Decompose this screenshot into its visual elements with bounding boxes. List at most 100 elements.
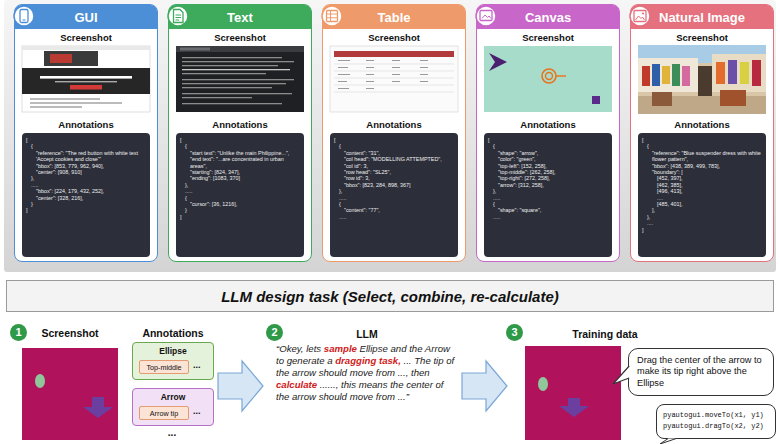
card-title: Canvas	[477, 10, 619, 25]
code-line: "center": [908, 910]	[26, 169, 146, 175]
code-line: }	[26, 201, 146, 207]
section-label: Annotations	[323, 119, 465, 130]
card-header: Table	[323, 5, 465, 29]
code-line: [496, 413],	[642, 188, 762, 194]
code-line: "col id": 3,	[334, 163, 454, 169]
annotation-group: Ellipse...Top-middle	[132, 342, 214, 380]
code-line: [452, 397],	[642, 175, 762, 181]
card-header: Canvas	[477, 5, 619, 29]
code-line: "arrow": [312, 258],	[488, 182, 608, 188]
code-line: "cursor": [36, 1216],	[180, 201, 300, 207]
ellipsis: ...	[193, 360, 201, 370]
card-title: Table	[323, 10, 465, 25]
modality-card: TextScreenshotAnnotations[{"start text":…	[168, 4, 312, 262]
code-line: .....	[26, 182, 146, 188]
card-header: Natural Image	[631, 5, 773, 29]
code-line: {	[488, 143, 608, 149]
code-line: },	[642, 214, 762, 220]
code-line: [	[26, 137, 146, 143]
action-code: pyautogui.dragTo(x2, y2)	[663, 421, 769, 432]
annotation-code-box: [{"reference": "The red button with whit…	[22, 133, 150, 257]
code-line: "bbox": [224, 179, 432, 252],	[26, 188, 146, 194]
magenta-canvas	[525, 346, 621, 440]
code-line: "top-left": [152, 258],	[488, 163, 608, 169]
code-line: "row head": "SL25",	[334, 169, 454, 175]
section-label: Annotations	[15, 119, 157, 130]
annotation-code-box: [{"shape": "arrow","color": "green","top…	[484, 133, 612, 257]
code-line: ]	[180, 214, 300, 220]
code-line: ]	[26, 207, 146, 213]
code-line: .....	[488, 195, 608, 201]
attribute-name: Arrow tip	[150, 409, 178, 418]
code-line: [	[180, 137, 300, 143]
code-line: [485, 401],	[642, 201, 762, 207]
code-line: "start text": "Unlike the main Philippin…	[180, 150, 300, 156]
highlight-word: task,	[379, 355, 401, 366]
code-line: "bbox": [438, 389, 499, 783],	[642, 163, 762, 169]
highlight-word: calculate	[276, 379, 317, 390]
code-line: {	[488, 201, 608, 207]
code-line: {	[180, 195, 300, 201]
code-line: "reference": "The red button with white …	[26, 150, 146, 163]
code-line: [	[642, 137, 762, 143]
ellipsis: ...	[193, 406, 201, 416]
modality-card: CanvasScreenshotAnnotations[{"shape": "a…	[476, 4, 620, 262]
section-label: Annotations	[631, 119, 773, 130]
section-label: Screenshot	[477, 32, 619, 43]
attribute-box: Arrow tip	[139, 406, 189, 420]
section-label: Screenshot	[323, 32, 465, 43]
group-title: Arrow	[133, 392, 213, 402]
annotation-code-box: [{"reference": "Blue suspender dress wit…	[638, 133, 766, 257]
ellipse-shape	[538, 377, 548, 391]
section-label: ...	[160, 427, 184, 438]
code-line: {	[334, 143, 454, 149]
code-line: [	[334, 137, 454, 143]
section-label: Training data	[530, 328, 680, 340]
section-label: Annotations	[477, 119, 619, 130]
training-screenshot	[525, 346, 621, 440]
code-line: .....	[334, 214, 454, 220]
arrow-shape	[559, 398, 589, 417]
arrow-shape	[83, 397, 113, 418]
section-label: LLM	[276, 328, 458, 340]
section-label: Annotations	[128, 327, 218, 339]
code-line: "shape": "square",	[488, 207, 608, 213]
code-line: ....	[642, 220, 762, 226]
example-screenshot	[22, 348, 118, 440]
code-line: "ending": [1083, 370]	[180, 175, 300, 181]
code-line: },	[180, 182, 300, 188]
annotation-code-box: [{"content": "31","col head": "MODELLING…	[330, 133, 458, 257]
code-line: "content": "77",	[334, 207, 454, 213]
highlight-word: sample	[324, 343, 357, 354]
code-line: "row id": 3,	[334, 175, 454, 181]
code-line: "bbox": [823, 284, 898, 367]	[334, 182, 454, 188]
code-line: "boundary": [	[642, 169, 762, 175]
highlight-word: dragging	[335, 355, 376, 366]
annotation-code-box: [ { "start text": "Unlike the main Philipp…	[176, 133, 304, 257]
code-line: [	[488, 137, 608, 143]
modality-card: GUI ScreenshotAnnotations [{"reference": "…	[14, 4, 158, 262]
magenta-canvas	[22, 348, 118, 440]
code-line: [462, 385],	[642, 182, 762, 188]
card-header: GUI	[15, 5, 157, 29]
section-label: Screenshot	[15, 32, 157, 43]
action-code: pyautogui.moveTo(x1, y1)	[663, 410, 769, 421]
code-line: ],	[642, 207, 762, 213]
code-line: }	[180, 207, 300, 213]
code-line: .....	[488, 214, 608, 220]
code-line: .....	[180, 188, 300, 194]
callout-number: 3	[506, 324, 523, 341]
attribute-name: Top-middle	[146, 363, 181, 372]
flow-arrow	[218, 361, 263, 411]
code-line: "shape": "arrow",	[488, 150, 608, 156]
code-line: },	[488, 188, 608, 194]
banner-title: LLM design task (Select, combine, re-cal…	[221, 288, 559, 305]
instruction-bubble: Drag the center of the arrow to make its…	[628, 348, 774, 396]
callout-number: 2	[266, 324, 283, 341]
code-line: "col head": "MODELLING ATTEMPTED",	[334, 156, 454, 162]
callout-number: 1	[10, 324, 27, 341]
card-title: Text	[169, 10, 311, 25]
code-line: "top-right": [272, 258],	[488, 175, 608, 181]
code-line: },	[26, 175, 146, 181]
